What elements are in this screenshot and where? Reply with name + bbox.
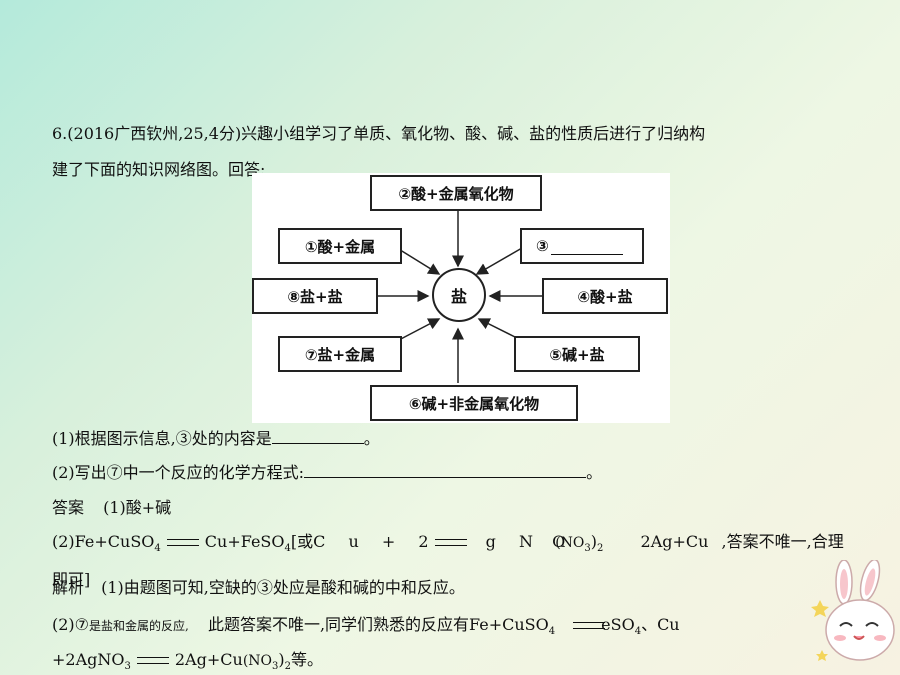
analysis-3-sub2: 2 xyxy=(284,661,292,673)
analysis-label: 解析 xyxy=(52,578,85,597)
answer-2-plus: + xyxy=(381,532,396,551)
answer-2-O: O xyxy=(552,532,566,551)
sub-question-1: (1)根据图示信息,③处的内容是 。 xyxy=(52,425,380,449)
arrow-from-box3 xyxy=(475,247,523,275)
answer-line-1: 答案 (1)酸+碱 xyxy=(52,494,171,518)
equals-sign-2 xyxy=(434,539,467,546)
box-7: ⑦盐+金属 xyxy=(278,336,402,372)
answer-label: 答案 xyxy=(52,498,85,517)
sub-question-1-text: (1)根据图示信息,③处的内容是 xyxy=(52,429,272,448)
analysis-2-part2: 此题答案不唯一,同学们熟悉的反应有 xyxy=(207,615,470,634)
answer-2-no3: (NO xyxy=(555,535,585,551)
answer-2-close: ) xyxy=(590,532,598,551)
sub-question-2: (2)写出⑦中一个反应的化学方程式: 。 xyxy=(52,459,602,483)
analysis-2-part5: 、Cu xyxy=(641,615,680,634)
answer-2-u: u xyxy=(348,532,359,551)
analysis-3-close: ) xyxy=(278,650,285,669)
sub-question-2-end: 。 xyxy=(586,463,603,482)
question-line-1: 6.(2016广西钦州,25,4分)兴趣小组学习了单质、氧化物、酸、碱、盐的性质… xyxy=(52,124,706,143)
box-5: ⑤碱+盐 xyxy=(514,336,640,372)
analysis-3-part2: 2Ag+Cu xyxy=(174,650,243,669)
sub-question-2-text: (2)写出⑦中一个反应的化学方程式: xyxy=(52,463,305,482)
analysis-3-no3: (NO xyxy=(242,653,273,669)
equals-sign xyxy=(166,539,199,546)
arrow-from-box1 xyxy=(396,247,441,275)
answer-2-sub3: 3 xyxy=(584,543,591,555)
answer-2-sub4: 4 xyxy=(154,543,161,555)
analysis-3-sub3: 3 xyxy=(124,661,131,673)
answer-2-tail2: 即可] xyxy=(52,570,91,589)
answer-2-two: 2 xyxy=(418,532,429,551)
box-3-label: ③ xyxy=(536,237,549,255)
answer-2-g: g xyxy=(485,532,496,551)
analysis-3-end: 等。 xyxy=(291,650,324,669)
answer-1: (1)酸+碱 xyxy=(103,498,172,517)
answer-2-N: N xyxy=(519,532,533,551)
diagram-arrows xyxy=(378,211,542,383)
answer-2-part1: (2)Fe+CuSO xyxy=(52,532,155,551)
answer-2-sub4b: 4 xyxy=(284,543,291,555)
analysis-1: (1)由题图可知,空缺的③处应是酸和碱的中和反应。 xyxy=(101,578,465,597)
answer-2-part2: Cu+FeSO xyxy=(204,532,285,551)
answer-2-part3: [或C xyxy=(290,532,326,551)
box-8: ⑧盐+盐 xyxy=(252,278,378,314)
equals-sign-3 xyxy=(573,622,606,629)
box-2: ②酸+金属氧化物 xyxy=(370,175,542,211)
arrow-from-box7 xyxy=(396,318,441,342)
analysis-2-sub4b: 4 xyxy=(634,626,642,638)
box-3: ③ xyxy=(520,228,644,264)
box-1: ①酸+金属 xyxy=(278,228,402,264)
analysis-2-small: 是盐和金属的反应, xyxy=(89,619,189,633)
bunny-mascot-icon xyxy=(811,560,895,661)
answer-line-3: 即可] xyxy=(52,566,90,590)
analysis-2-part1: (2)⑦ xyxy=(52,615,90,634)
sub-question-1-end: 。 xyxy=(363,429,380,448)
answer-2-tail: ,答案不唯一,合理 xyxy=(721,532,844,551)
answer-2-part4: 2Ag+Cu xyxy=(640,532,709,551)
answer-2-sub2: 2 xyxy=(597,543,604,555)
analysis-2-part3: Fe+CuSO xyxy=(469,615,549,634)
blank-2 xyxy=(304,461,587,478)
analysis-line-1: 解析 (1)由题图可知,空缺的③处应是酸和碱的中和反应。 xyxy=(52,574,465,598)
box-3-blank xyxy=(550,238,623,255)
arrow-from-box5 xyxy=(477,318,518,339)
blank-1 xyxy=(271,427,364,444)
analysis-3-sub3b: 3 xyxy=(272,661,279,673)
analysis-2-part4: eSO xyxy=(601,615,635,634)
center-salt-circle: 盐 xyxy=(432,268,486,322)
knowledge-network-diagram: 盐 ②酸+金属氧化物 ①酸+金属 ③ ⑧盐+盐 ④酸+盐 ⑦盐+金属 ⑤碱+盐 … xyxy=(252,173,670,423)
box-4: ④酸+盐 xyxy=(542,278,668,314)
analysis-2-sub4: 4 xyxy=(548,626,556,638)
analysis-3-part1: +2AgNO xyxy=(52,650,125,669)
box-6: ⑥碱+非金属氧化物 xyxy=(370,385,578,421)
equals-sign-4 xyxy=(136,657,169,664)
question-line-2: 建了下面的知识网络图。回答: xyxy=(52,160,266,179)
